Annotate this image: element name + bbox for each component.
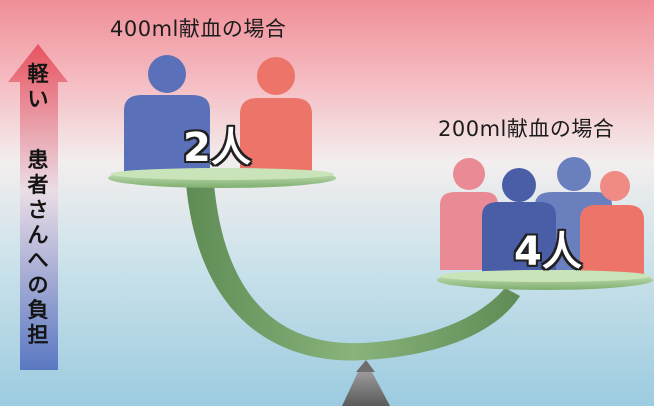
right-people [440, 157, 644, 274]
person-dark-blue-front [482, 168, 556, 274]
left-platform [108, 168, 336, 188]
right-platform [437, 270, 653, 290]
burden-arrow [8, 44, 68, 370]
person-pink-right-back [600, 171, 630, 201]
arrow-text-light: 軽い [27, 62, 49, 111]
fulcrum-base [342, 360, 390, 406]
label-200ml-donation: 200ml献血の場合 [438, 117, 615, 141]
arrow-text-burden: 患者さんへの負担 [27, 148, 49, 347]
person-blue-left [124, 55, 210, 172]
person-red-left [240, 57, 312, 172]
balance-arm [186, 184, 520, 361]
left-people [124, 55, 312, 172]
count-two-people: 2人 [183, 125, 251, 171]
count-four-people: 4人 [514, 229, 582, 275]
label-400ml-donation: 400ml献血の場合 [110, 17, 287, 41]
person-red-front [580, 205, 644, 274]
